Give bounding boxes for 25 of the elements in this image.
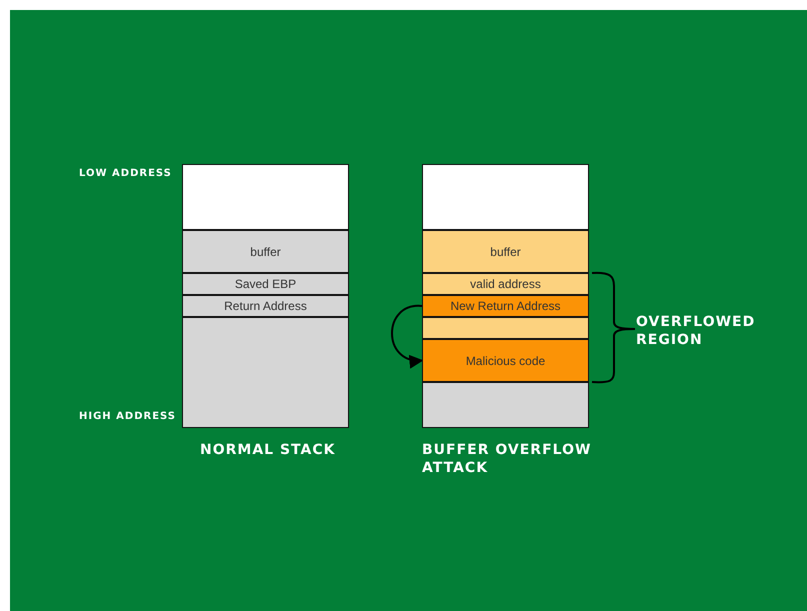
stack-caption: NORMAL STACK [200, 441, 336, 460]
stack-cell [422, 295, 589, 317]
stack-empty-cell [422, 382, 589, 428]
stack-cell [422, 273, 589, 295]
cell-label: buffer [490, 244, 521, 258]
cell-label: buffer [250, 244, 281, 258]
axis-label: HIGH ADDRESS [79, 410, 176, 423]
stack-empty-cell [182, 317, 349, 428]
stack-cell [422, 339, 589, 382]
stack-cell [182, 273, 349, 295]
stack-empty-cell [422, 164, 589, 230]
curved-arrow [391, 305, 424, 368]
stack-empty-cell [182, 164, 349, 230]
region-label: OVERFLOWED REGION [636, 313, 756, 350]
stack-caption: BUFFER OVERFLOW ATTACK [422, 441, 592, 478]
cell-label: Malicious code [466, 354, 546, 368]
cell-label: New Return Address [450, 299, 561, 313]
cell-label: valid address [470, 277, 541, 291]
cell-label: Saved EBP [234, 277, 296, 291]
stack-empty-cell [422, 317, 589, 339]
axis-label: LOW ADDRESS [79, 167, 172, 180]
stack-cell [422, 230, 589, 273]
stack-cell [182, 230, 349, 273]
stack-cell [182, 295, 349, 317]
cell-label: Return Address [224, 299, 307, 313]
